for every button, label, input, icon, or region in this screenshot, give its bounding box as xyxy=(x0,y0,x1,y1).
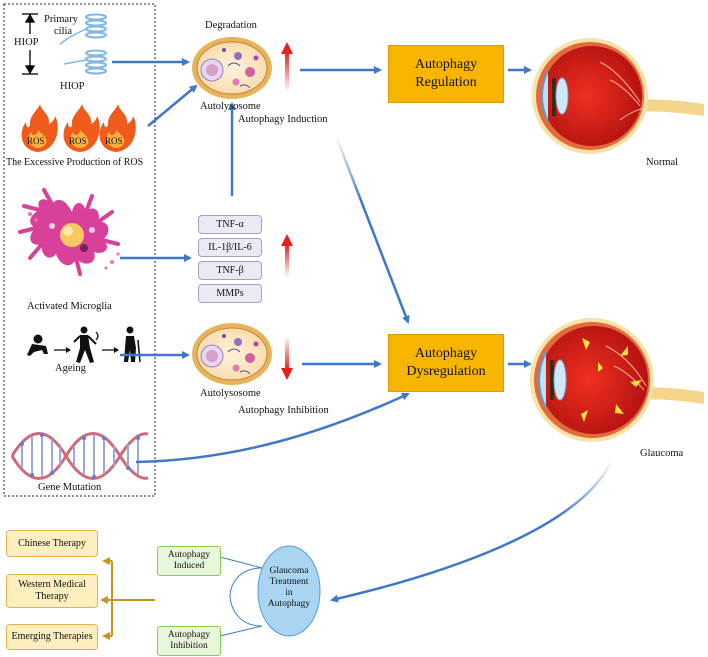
red-up-arrow-top xyxy=(281,42,293,92)
treatment-line2: Treatment xyxy=(269,577,309,587)
hiop-range-arrow xyxy=(22,13,38,75)
induced-line1: Autophagy xyxy=(167,550,211,560)
ros-label-2: ROS xyxy=(69,136,87,146)
red-up-arrow-cytokines xyxy=(281,234,293,278)
chinese-therapy-box: Chinese Therapy xyxy=(6,530,98,557)
treatment-line3: in xyxy=(285,588,293,598)
ros-label-1: ROS xyxy=(27,136,45,146)
blue-arrows xyxy=(112,58,532,464)
therapy-arrows xyxy=(100,557,155,640)
dysregulation-line1: Autophagy xyxy=(414,346,478,361)
microglia-icon xyxy=(18,188,120,276)
ageing-caption: Ageing xyxy=(55,363,86,374)
emerging-therapies-box: Emerging Therapies xyxy=(6,624,98,650)
primary-cilia-line1: Primary xyxy=(44,14,78,25)
primary-cilia-icon xyxy=(59,13,107,75)
ros-flame-icon xyxy=(21,104,136,152)
cytokine-tnf-beta: TNF-β xyxy=(198,261,262,280)
gene-caption: Gene Mutation xyxy=(38,482,102,493)
autolysosome-top-icon xyxy=(192,37,272,99)
primary-cilia-label: Primary cilia xyxy=(44,14,78,38)
inhibition-line1: Autophagy xyxy=(167,630,211,640)
autolysosome-bottom-label: Autolysosome xyxy=(200,388,261,399)
arrow-induction-to-dysregulation xyxy=(334,135,410,324)
regulation-line1: Autophagy xyxy=(414,57,478,72)
autophagy-dysregulation-box: Autophagy Dysregulation xyxy=(388,334,504,392)
dna-icon xyxy=(10,432,149,480)
western-therapy-box: Western Medical Therapy xyxy=(6,574,98,608)
autophagy-inhibition-label: Autophagy Inhibition xyxy=(238,405,329,416)
glaucoma-label: Glaucoma xyxy=(640,448,684,459)
autophagy-induced-box: Autophagy Induced xyxy=(157,546,221,576)
ageing-icon xyxy=(27,326,141,363)
inhibition-connector xyxy=(219,625,263,637)
ros-caption: The Excessive Production of ROS xyxy=(6,157,144,168)
autolysosome-bottom-icon xyxy=(192,323,272,385)
causes-panel xyxy=(3,3,156,497)
normal-label: Normal xyxy=(646,157,679,168)
primary-cilia-line2: cilia xyxy=(54,26,73,37)
cytokine-tnf-alpha: TNF-α xyxy=(198,215,262,234)
western-therapy-line1: Western Medical xyxy=(18,579,86,590)
autophagy-inhibition-box: Autophagy Inhibition xyxy=(157,626,221,656)
treatment-center-label: Glaucoma Treatment in Autophagy xyxy=(262,566,316,610)
dysregulation-line2: Dysregulation xyxy=(406,364,486,379)
treatment-brace xyxy=(229,567,263,627)
autolysosome-top-label: Autolysosome xyxy=(200,101,261,112)
induced-line2: Induced xyxy=(173,561,205,571)
hiop-label: HIOP xyxy=(60,81,85,92)
induced-connector xyxy=(219,556,263,569)
treatment-line4: Autophagy xyxy=(267,599,311,609)
inhibition-line2: Inhibition xyxy=(170,641,208,651)
normal-eye-icon xyxy=(532,38,704,154)
cytokine-mmps: MMPs xyxy=(198,284,262,303)
autophagy-induction-label: Autophagy Induction xyxy=(238,114,328,125)
glaucoma-eye-icon xyxy=(530,318,704,442)
red-down-arrow-bottom xyxy=(281,336,293,380)
treatment-ellipse xyxy=(257,545,321,637)
emerging-therapies-line1: Emerging Therapies xyxy=(11,631,93,642)
regulation-line2: Regulation xyxy=(415,75,477,90)
chinese-therapy-line1: Chinese Therapy xyxy=(18,537,86,549)
western-therapy-line2: Therapy xyxy=(35,591,69,602)
treatment-line1: Glaucoma xyxy=(269,566,309,576)
hiop-axis-label: HIOP xyxy=(14,37,39,48)
cytokine-il1b-il6: IL-1β/IL-6 xyxy=(198,238,262,257)
arrow-glaucoma-to-treatment xyxy=(330,459,614,603)
microglia-caption: Activated Microglia xyxy=(27,301,112,312)
degradation-label: Degradation xyxy=(205,20,257,31)
ros-label-3: ROS xyxy=(105,136,123,146)
autophagy-regulation-box: Autophagy Regulation xyxy=(388,45,504,103)
